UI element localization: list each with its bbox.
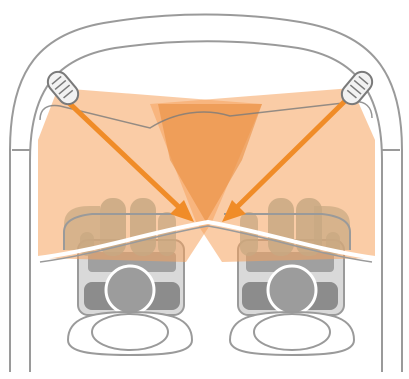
left-arrow-icon [65, 99, 194, 222]
tray-front-edge-outline [39, 225, 373, 263]
right-arrow-icon [222, 99, 347, 222]
right-lamp-spotlight-icon [340, 70, 374, 106]
left-hand [63, 198, 190, 256]
water-line [39, 100, 373, 129]
left-lamp-spotlight-icon [46, 70, 80, 106]
tray-front-edge [37, 219, 376, 260]
basin-outer-shell [9, 13, 403, 372]
light-cone-overlap [158, 104, 262, 222]
